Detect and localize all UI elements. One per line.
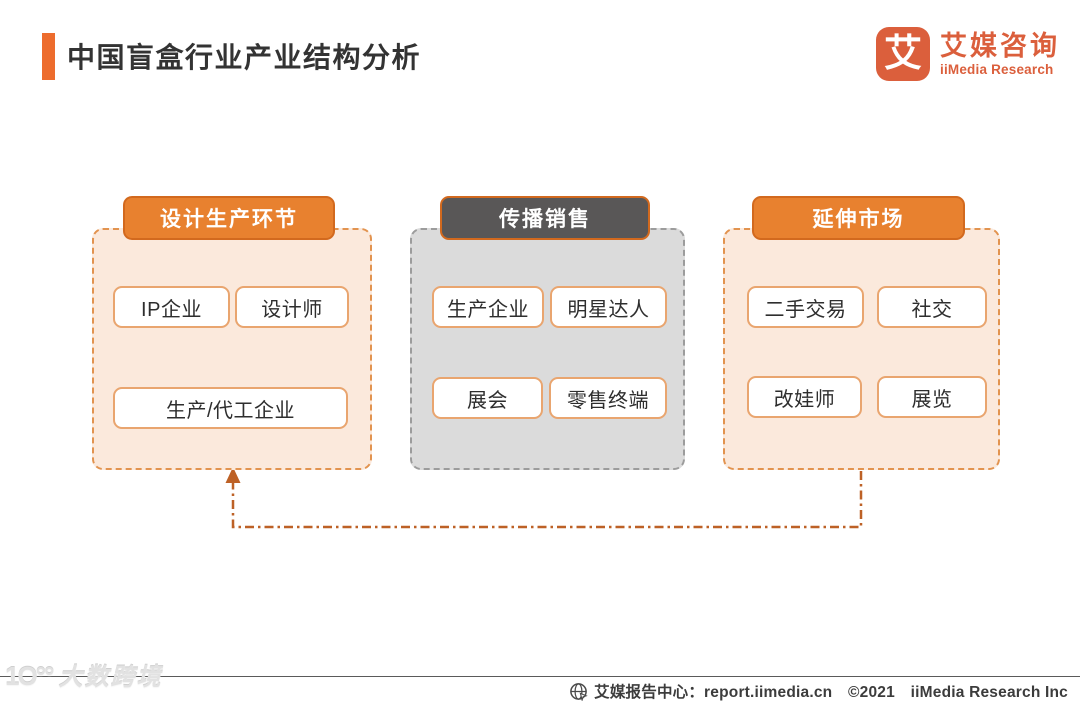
node-exhibit: 展览	[877, 376, 987, 418]
iimedia-logo-icon: 艾	[876, 27, 930, 81]
panel-marketing-sales: 生产企业 明星达人 展会 零售终端	[410, 228, 685, 470]
node-secondhand-trading: 二手交易	[747, 286, 864, 328]
footer-source: 艾媒报告中心：report.iimedia.cn ©2021 iiMedia R…	[569, 680, 1068, 702]
logo-name-en: iiMedia Research	[940, 62, 1054, 78]
node-ip-company: IP企业	[113, 286, 230, 328]
node-celebrity-kol: 明星达人	[550, 286, 667, 328]
panel-header-design-production: 设计生产环节	[123, 196, 335, 240]
node-oem-manufacturer: 生产/代工企业	[113, 387, 348, 429]
panel-header-marketing-sales: 传播销售	[440, 196, 650, 240]
page-title: 中国盲盒行业产业结构分析	[67, 42, 422, 73]
title-accent-bar	[42, 33, 55, 80]
node-designer: 设计师	[235, 286, 349, 328]
node-social: 社交	[877, 286, 987, 328]
panel-extended-market: 二手交易 社交 改娃师 展览	[723, 228, 1000, 470]
iimedia-logo: 艾 艾媒咨询 iiMedia Research	[876, 27, 1060, 81]
node-production-company: 生产企业	[432, 286, 544, 328]
watermark: 1O°° 大数跨境	[5, 657, 162, 692]
node-retail-terminal: 零售终端	[549, 377, 667, 419]
globe-icon	[570, 682, 588, 701]
iimedia-logo-text: 艾媒咨询 iiMedia Research	[940, 31, 1060, 77]
panel-header-extended-market: 延伸市场	[752, 196, 965, 240]
node-exhibition: 展会	[432, 377, 543, 419]
watermark-logo: 1O°°	[5, 661, 55, 691]
logo-name-cn: 艾媒咨询	[940, 30, 1060, 61]
footer-divider	[0, 676, 1080, 677]
node-doll-customizer: 改娃师	[747, 376, 862, 418]
panel-design-production: IP企业 设计师 生产/代工企业	[92, 228, 372, 470]
footer-source-text: 艾媒报告中心：report.iimedia.cn ©2021 iiMedia R…	[594, 684, 1068, 701]
watermark-text: 大数跨境	[58, 664, 163, 691]
